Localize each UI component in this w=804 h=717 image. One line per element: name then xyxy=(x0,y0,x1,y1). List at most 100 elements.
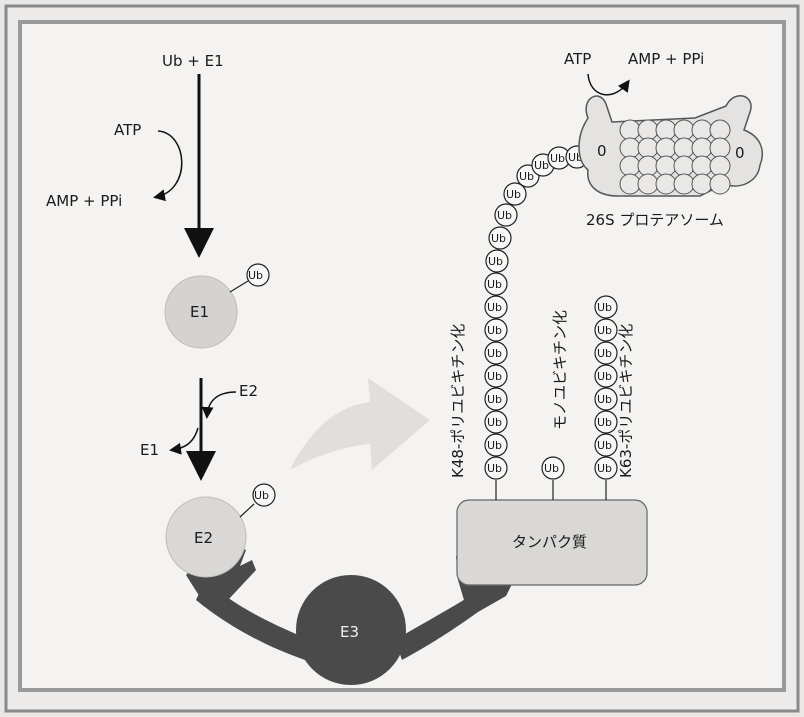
proteasome-subunit xyxy=(691,173,713,195)
ubiquitin-bead xyxy=(594,295,618,319)
proteasome-atp-curve-arrow xyxy=(587,73,630,96)
ubiquitin-bead xyxy=(484,387,508,411)
e1-enzyme xyxy=(164,275,238,349)
proteasome-label: 26S プロテアソーム xyxy=(586,211,724,229)
monoubiquitin: Ub xyxy=(541,456,565,480)
e3-label: E3 xyxy=(340,623,359,641)
e1-out-label: E1 xyxy=(140,441,159,459)
ubiquitin-bead-label: Ub xyxy=(487,416,502,429)
substrate-label: タンパク質 xyxy=(512,533,587,551)
proteasome-subunit xyxy=(655,155,677,177)
proteasome-amp-ppi-label: AMP + PPi xyxy=(628,50,704,68)
ubiquitin-bead xyxy=(594,456,618,480)
ubiquitin-bead-label: Ub xyxy=(597,393,612,406)
proteasome-subunit xyxy=(655,137,677,159)
proteasome-subunit xyxy=(637,119,659,141)
ubiquitin-bead-label: Ub xyxy=(487,347,502,360)
e2-label: E2 xyxy=(194,529,213,547)
wide-process-arrow xyxy=(290,378,430,470)
ubiquitin-bead-label: Ub xyxy=(597,301,612,314)
ubiquitin-bead xyxy=(594,410,618,434)
ubiquitin-bead-label: Ub xyxy=(497,209,512,222)
k48-modification-label: K48-ポリユビキチン化 xyxy=(449,324,467,478)
proteasome-subunit xyxy=(709,119,731,141)
proteasome-cap-right: 0 xyxy=(735,144,745,162)
e2-ub-link xyxy=(239,503,255,518)
ubiquitin-bead-label: Ub xyxy=(597,370,612,383)
proteasome-subunit xyxy=(709,137,731,159)
proteasome-subunit xyxy=(691,119,713,141)
ub-on-e2-label: Ub xyxy=(254,489,269,502)
ubiquitin-bead-label: Ub xyxy=(506,188,521,201)
k63-modification-label: K63-ポリユビキチン化 xyxy=(617,324,635,478)
proteasome-subunit xyxy=(709,155,731,177)
ubiquitin-bead-label: Ub xyxy=(487,278,502,291)
proteasome-subunit xyxy=(673,119,695,141)
ubiquitin-bead xyxy=(484,318,508,342)
ubiquitin-bead xyxy=(594,364,618,388)
proteasome-subunit xyxy=(691,137,713,159)
ub-on-e1 xyxy=(246,263,270,287)
e1-out-curve xyxy=(169,427,199,455)
e1-ub-link xyxy=(229,280,249,293)
proteasome-subunit xyxy=(619,119,641,141)
ubiquitin-bead xyxy=(488,226,512,250)
proteasome-subunit xyxy=(673,137,695,159)
ubiquitin-bead-label: Ub xyxy=(597,416,612,429)
proteasome-subunit xyxy=(637,155,659,177)
ubiquitin-bead xyxy=(503,182,527,206)
proteasome-subunit xyxy=(655,173,677,195)
ubiquitin-bead-label: Ub xyxy=(597,439,612,452)
e3-right-arm xyxy=(395,596,478,660)
ubiquitin-bead-label: Ub xyxy=(544,462,559,475)
ubiquitin-bead xyxy=(484,364,508,388)
e2-enzyme xyxy=(165,496,247,578)
proteasome-cap-left: 0 xyxy=(597,142,607,160)
ub-on-e2 xyxy=(252,483,276,507)
ubiquitin-bead xyxy=(484,341,508,365)
ubiquitin-bead-label: Ub xyxy=(519,170,534,183)
proteasome-subunit xyxy=(655,119,677,141)
ubiquitin-bead xyxy=(485,249,509,273)
ubiquitin-bead-label: Ub xyxy=(487,393,502,406)
mono-modification-label: モノユビキチン化 xyxy=(551,310,569,430)
proteasome-subunit xyxy=(619,137,641,159)
ubiquitin-bead-label: Ub xyxy=(487,439,502,452)
ubiquitin-bead-label: Ub xyxy=(597,324,612,337)
ubiquitin-bead-label: Ub xyxy=(487,324,502,337)
ubiquitin-bead xyxy=(594,387,618,411)
e3-enzyme xyxy=(296,575,406,685)
ub-on-e1-label: Ub xyxy=(248,269,263,282)
ubiquitin-bead xyxy=(594,318,618,342)
amp-ppi-label: AMP + PPi xyxy=(46,192,122,210)
ubiquitin-bead-label: Ub xyxy=(491,232,506,245)
e2-in-label: E2 xyxy=(239,382,258,400)
proteasome-subunit xyxy=(619,173,641,195)
ubiquitin-bead xyxy=(594,341,618,365)
ubiquitin-bead xyxy=(484,295,508,319)
ubiquitin-bead xyxy=(484,272,508,296)
ubiquitin-bead-label: Ub xyxy=(550,152,565,165)
ubiquitin-bead-label: Ub xyxy=(487,370,502,383)
ubiquitin-bead-label: Ub xyxy=(487,301,502,314)
ubiquitin-bead-label: Ub xyxy=(597,347,612,360)
proteasome-atp-label: ATP xyxy=(564,50,591,68)
ubiquitin-bead xyxy=(541,456,565,480)
ubiquitin-bead-label: Ub xyxy=(487,462,502,475)
proteasome-subunit xyxy=(691,155,713,177)
proteasome-subunit xyxy=(673,155,695,177)
ubiquitin-bead xyxy=(484,433,508,457)
ubiquitin-bead-label: Ub xyxy=(534,159,549,172)
proteasome-core xyxy=(619,119,731,195)
ub-e1-label: Ub + E1 xyxy=(162,52,224,70)
ubiquitin-bead-label: Ub xyxy=(488,255,503,268)
e1-label: E1 xyxy=(190,303,209,321)
atp-curve-arrow xyxy=(153,130,183,202)
proteasome-subunit xyxy=(637,173,659,195)
proteasome-subunit xyxy=(673,173,695,195)
substrate-protein xyxy=(456,499,648,586)
ubiquitin-bead xyxy=(594,433,618,457)
